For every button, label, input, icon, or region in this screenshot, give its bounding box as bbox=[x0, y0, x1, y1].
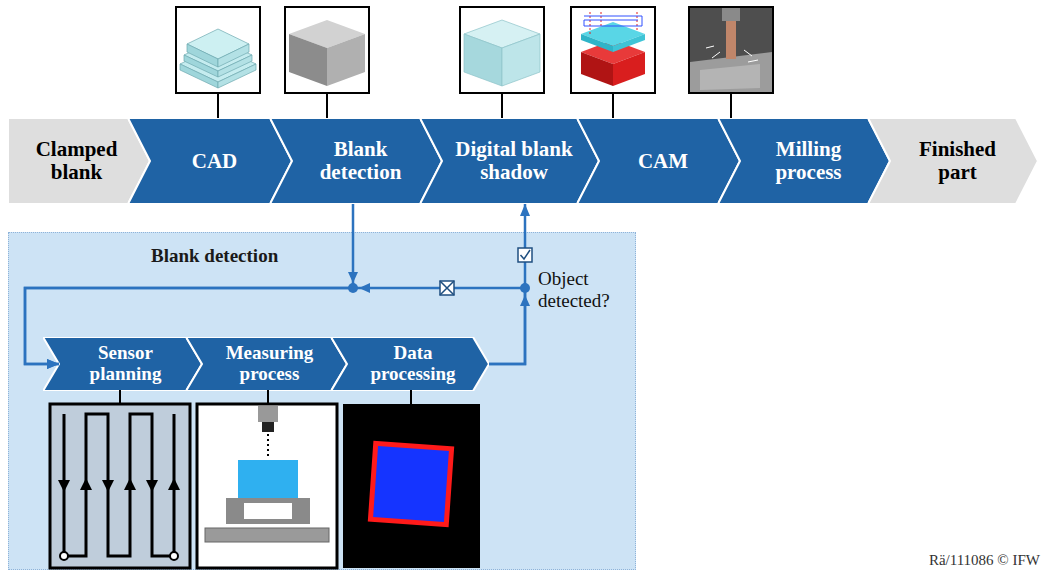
step-label: Data processing bbox=[363, 343, 463, 384]
no-cross-box bbox=[440, 281, 454, 295]
step-label: Digital blank shadow bbox=[444, 138, 584, 183]
blank-shadow-image bbox=[460, 7, 544, 93]
chevron-text-area: Data processing bbox=[347, 337, 479, 391]
sensor-path-image bbox=[50, 404, 190, 568]
panel-heading: Blank detection bbox=[151, 245, 278, 267]
step-label: CAM bbox=[638, 150, 688, 173]
process-chevron: Digital blank shadow bbox=[420, 118, 599, 204]
chevron-text-area: CAM bbox=[599, 118, 727, 204]
chevron-fill bbox=[186, 337, 347, 391]
chevron-text-area: Milling process bbox=[740, 118, 877, 204]
cam-toolpath-image bbox=[571, 7, 655, 93]
process-chevron: Clamped blank bbox=[8, 118, 150, 204]
yes-check-box bbox=[518, 248, 532, 262]
chevron-text-area: Measuring process bbox=[202, 337, 337, 391]
process-chevron: Blank detection bbox=[270, 118, 442, 204]
segmentation-image bbox=[343, 404, 480, 568]
chevron-fill bbox=[128, 118, 292, 204]
process-chevron: CAM bbox=[577, 118, 740, 204]
chevron-text-area: CAD bbox=[150, 118, 279, 204]
process-chevron: Milling process bbox=[718, 118, 890, 204]
step-label: Blank detection bbox=[301, 138, 421, 183]
process-chevron: CAD bbox=[128, 118, 292, 204]
step-label: Sensor planning bbox=[81, 343, 171, 384]
step-label: Milling process bbox=[749, 138, 869, 183]
note-label-box: Rä/111086 © IFW bbox=[850, 552, 1040, 569]
chevron-text-area: Clamped blank bbox=[16, 118, 137, 204]
chevron-fill bbox=[270, 118, 442, 204]
chevron-fill bbox=[868, 118, 1038, 204]
note-label-box: Object detected? bbox=[538, 268, 634, 312]
chevron-fill bbox=[331, 337, 489, 391]
panel-heading-box: Blank detection bbox=[151, 245, 278, 267]
chevron-fill bbox=[420, 118, 599, 204]
step-label: Finished part bbox=[908, 138, 1008, 183]
chevron-fill bbox=[577, 118, 740, 204]
measuring-setup-image bbox=[197, 404, 337, 568]
chevron-fill bbox=[718, 118, 890, 204]
note-label: Rä/111086 © IFW bbox=[850, 552, 1040, 569]
process-chevron: Data processing bbox=[331, 337, 489, 391]
milling-photo-image bbox=[689, 7, 773, 93]
cad-model-image bbox=[176, 7, 260, 93]
chevron-text-area: Blank detection bbox=[292, 118, 429, 204]
step-label: Clamped blank bbox=[22, 138, 132, 183]
metal-blank-image bbox=[285, 7, 369, 93]
chevron-fill bbox=[43, 337, 202, 391]
process-chevron: Sensor planning bbox=[43, 337, 202, 391]
step-label: Measuring process bbox=[215, 343, 325, 384]
chevron-fill bbox=[8, 118, 150, 204]
chevron-text-area: Sensor planning bbox=[59, 337, 192, 391]
step-label: CAD bbox=[192, 150, 238, 173]
chevron-text-area: Digital blank shadow bbox=[442, 118, 586, 204]
process-chevron: Finished part bbox=[868, 118, 1038, 204]
chevron-text-area: Finished part bbox=[890, 118, 1025, 204]
note-label: Object detected? bbox=[538, 268, 634, 312]
process-chevron: Measuring process bbox=[186, 337, 347, 391]
